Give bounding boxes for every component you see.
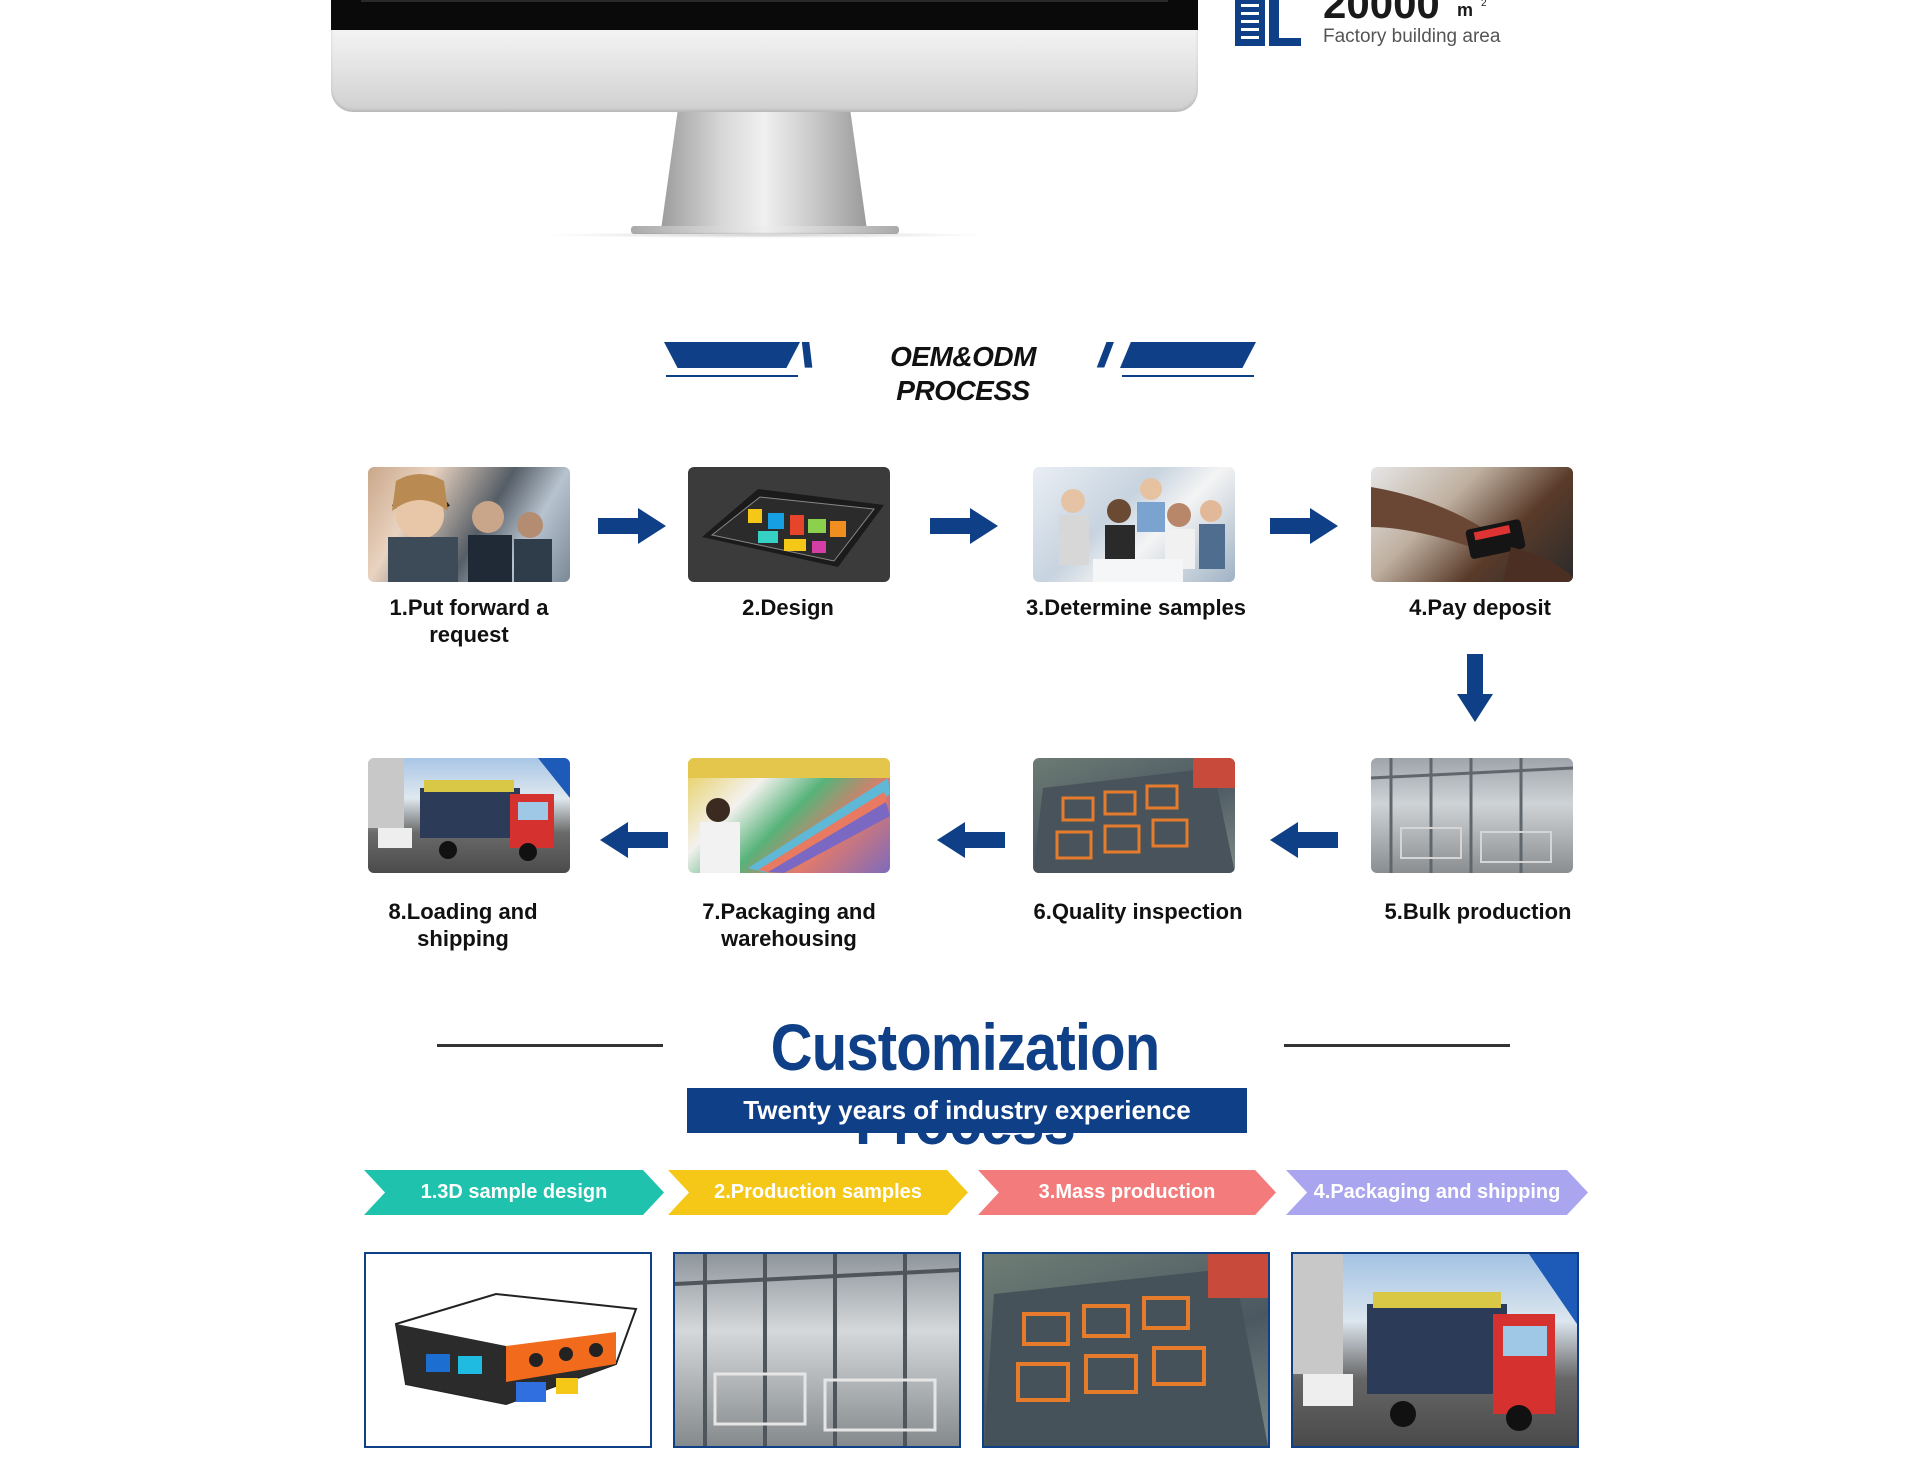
step-6-image	[1033, 758, 1235, 873]
stat-value: 20000	[1323, 0, 1440, 27]
monitor-bezel	[331, 30, 1198, 112]
stage-4-image	[1291, 1252, 1579, 1448]
monitor-screen	[331, 0, 1198, 32]
step-1-label: 1.Put forward a request	[389, 595, 549, 647]
step-5-image	[1371, 758, 1573, 873]
header-slash-right: //	[1098, 337, 1111, 375]
monitor-shadow	[541, 232, 991, 238]
header-decor-bar-right	[1120, 342, 1256, 368]
arrow-right-icon	[1270, 508, 1338, 544]
title-rule-left	[437, 1044, 663, 1047]
stage-1-chevron: 1.3D sample design	[364, 1170, 664, 1215]
arrow-down-icon	[1457, 654, 1493, 722]
oem-process-title: OEM&ODM PROCESS	[890, 341, 1036, 406]
step-5-label: 5.Bulk production	[1384, 899, 1572, 924]
monitor-display-image	[331, 0, 1198, 240]
stat-unit-superscript: 2	[1481, 0, 1487, 9]
monitor-stand	[661, 112, 867, 230]
stage-2-image	[673, 1252, 961, 1448]
building-icon	[1235, 0, 1301, 46]
stat-label: Factory building area	[1323, 26, 1501, 47]
step-1-image	[368, 467, 570, 582]
step-4-label: 4.Pay deposit	[1409, 595, 1551, 620]
step-3-image	[1033, 467, 1235, 582]
arrow-left-icon	[1270, 822, 1338, 858]
stat-unit: m	[1457, 0, 1474, 20]
header-decor-bar-left	[664, 342, 800, 368]
step-2-image	[688, 467, 890, 582]
stage-4-chevron: 4.Packaging and shipping	[1286, 1170, 1588, 1215]
step-4-image	[1371, 467, 1573, 582]
customization-title: Customization Process	[770, 1010, 1161, 1158]
arrow-right-icon	[930, 508, 998, 544]
step-8-image	[368, 758, 570, 873]
arrow-left-icon	[937, 822, 1005, 858]
arrow-right-icon	[598, 508, 666, 544]
step-3-label: 3.Determine samples	[1025, 595, 1247, 620]
step-2-label: 2.Design	[742, 595, 834, 620]
step-6-label: 6.Quality inspection	[1033, 899, 1243, 924]
customization-subtitle: Twenty years of industry experience	[687, 1088, 1247, 1133]
stage-3-image	[982, 1252, 1270, 1448]
step-8-label: 8.Loading and shipping	[388, 899, 538, 951]
factory-area-stat: 20000 m 2 Factory building area	[1235, 0, 1575, 50]
title-rule-right	[1284, 1044, 1510, 1047]
step-7-image	[688, 758, 890, 873]
step-7-label: 7.Packaging and warehousing	[702, 899, 876, 951]
stage-3-chevron: 3.Mass production	[978, 1170, 1276, 1215]
monitor-foot	[631, 226, 899, 234]
oem-process-header: \\ OEM&ODM PROCESS //	[664, 337, 1256, 406]
stage-1-image	[364, 1252, 652, 1448]
header-slash-left: \\	[800, 337, 813, 375]
arrow-left-icon	[600, 822, 668, 858]
stage-2-chevron: 2.Production samples	[668, 1170, 968, 1215]
